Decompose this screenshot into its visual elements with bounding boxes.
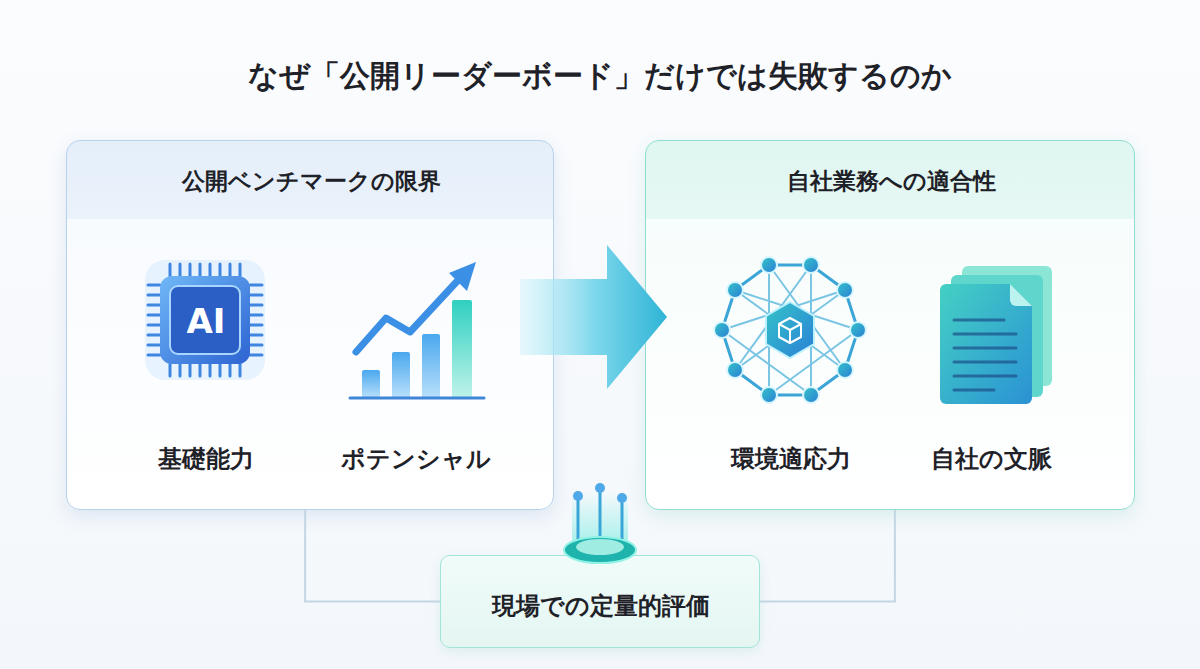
connector-line (305, 510, 440, 602)
item-label: 環境適応力 (701, 439, 881, 479)
potential-item: ポテンシャル (321, 251, 511, 481)
box-label: 現場での定量的評価 (441, 564, 761, 649)
item-label: ポテンシャル (321, 439, 511, 479)
benchmark-panel: 公開ベンチマークの限界 AI 基礎能力ポテンシャル (66, 140, 554, 510)
diagram-title: なぜ「公開リーダーボード」だけでは失敗するのか (0, 48, 1200, 104)
item-label: 基礎能力 (131, 439, 281, 479)
fit-panel: 自社業務への適合性環境適応力自社の文脈 (645, 140, 1135, 510)
panel-heading: 自社業務への適合性 (646, 141, 1136, 223)
connector-line (760, 510, 895, 602)
evaluation-box: 現場での定量的評価 (440, 555, 760, 648)
context-item: 自社の文脈 (921, 251, 1061, 481)
evaluation-platform-icon (564, 483, 636, 563)
capability-item: AI 基礎能力 (131, 251, 281, 481)
chip-text: AI (131, 301, 281, 342)
panel-heading: 公開ベンチマークの限界 (67, 141, 555, 223)
item-label: 自社の文脈 (921, 439, 1061, 479)
adaptability-item: 環境適応力 (701, 251, 881, 481)
